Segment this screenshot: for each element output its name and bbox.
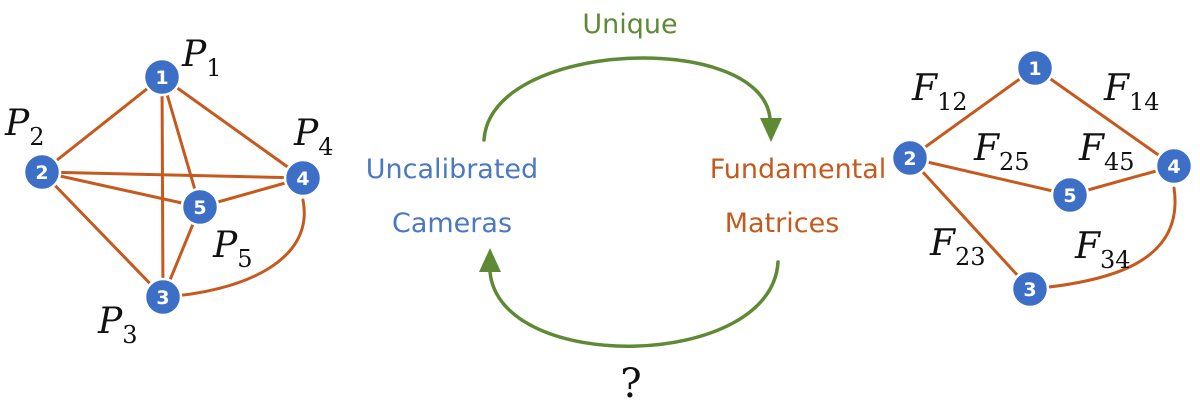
camera-label-1: P1 [181,34,222,82]
camera-node-5: 5 [180,187,220,227]
matrix-node-2-number: 2 [903,148,916,170]
matrix-node-1: 1 [1015,48,1055,88]
matrix-edge-1-4 [1033,66,1176,168]
backward-arrow [488,260,780,348]
camera-node-3-circle [143,277,183,317]
camera-edge-3-4 [161,198,306,299]
matrix-label-1-4-symbol: F [1103,68,1131,109]
matrix-edge-1-2 [908,66,1037,160]
camera-label-3-symbol: P [97,301,123,342]
matrix-label-2-3: F23 [929,223,986,271]
camera-node-4: 4 [283,158,323,198]
matrix-node-5-circle [1050,175,1090,215]
matrix-node-4-circle [1154,146,1194,186]
matrix-label-5-4-subscript: 45 [1104,148,1135,176]
matrix-label-2-5-symbol: F [973,128,1001,169]
camera-label-3-subscript: 3 [122,321,137,349]
camera-node-1-number: 1 [155,67,168,89]
camera-label-4-symbol: P [293,113,319,154]
matrix-label-3-4: F34 [1074,226,1131,274]
uncalibrated-label: Uncalibrated [366,154,538,185]
matrix-edge-2-3 [908,156,1032,291]
camera-node-4-circle [283,158,323,198]
matrix-label-2-3-symbol: F [929,223,957,264]
unique-label: Unique [582,9,677,40]
matrix-label-1-4: F14 [1103,68,1160,116]
matrices-label: Matrices [725,208,840,239]
camera-edge-1-2 [40,75,164,174]
matrix-node-3-circle [1010,269,1050,309]
camera-label-4-subscript: 4 [318,133,333,161]
camera-label-4: P4 [293,113,334,161]
camera-label-5-symbol: P [212,225,238,266]
camera-edge-1-5 [160,75,202,209]
matrix-node-3: 3 [1010,269,1050,309]
matrix-node-2-circle [890,138,930,178]
matrix-label-5-4: F45 [1078,128,1135,176]
camera-node-1: 1 [142,57,182,97]
camera-edge-1-4 [160,75,305,180]
camera-label-3: P3 [97,301,138,349]
camera-node-1-circle [142,57,182,97]
matrix-label-1-2-symbol: F [911,68,939,109]
camera-label-2: P2 [4,103,45,151]
matrix-label-3-4-subscript: 34 [1100,246,1131,274]
camera-label-1-symbol: P [181,34,207,75]
matrix-edge-2-5 [908,156,1072,197]
matrix-label-2-5: F25 [973,128,1030,176]
matrix-node-3-number: 3 [1023,279,1036,301]
camera-label-2-symbol: P [4,103,30,144]
camera-node-5-number: 5 [193,197,206,219]
fundamental-label: Fundamental [710,154,887,185]
matrix-label-2-5-subscript: 25 [999,148,1030,176]
camera-node-5-circle [180,187,220,227]
camera-node-2: 2 [22,152,62,192]
question-label: ? [620,361,641,407]
camera-label-5: P5 [212,225,253,273]
camera-edge-2-3 [40,170,165,299]
camera-node-2-number: 2 [35,162,48,184]
matrix-edge-3-4 [1028,186,1177,291]
forward-arrowhead-icon [760,118,782,142]
forward-arrow [482,56,772,142]
matrix-node-1-circle [1015,48,1055,88]
matrix-node-5-number: 5 [1063,185,1076,207]
camera-edge-1-3 [160,75,165,299]
camera-node-2-circle [22,152,62,192]
camera-node-3: 3 [143,277,183,317]
matrix-label-3-4-symbol: F [1074,226,1102,267]
camera-node-3-number: 3 [156,287,169,309]
matrix-label-1-2-subscript: 12 [937,88,968,116]
matrix-label-2-3-subscript: 23 [955,243,986,271]
camera-label-5-subscript: 5 [237,245,252,273]
matrix-label-5-4-symbol: F [1078,128,1106,169]
camera-edge-2-5 [40,170,202,209]
camera-label-2-subscript: 2 [29,123,44,151]
camera-label-1-subscript: 1 [206,54,221,82]
camera-edge-2-4 [40,170,305,180]
matrix-node-2: 2 [890,138,930,178]
backward-arrowhead-icon [479,248,501,272]
camera-nodes: 1 2 3 4 5 [22,57,323,317]
camera-node-4-number: 4 [296,168,309,190]
matrix-label-1-2: F12 [911,68,968,116]
middle-cycle: Unique Uncalibrated Cameras Fundamental … [366,9,887,407]
cameras-label: Cameras [392,208,512,239]
matrix-node-4: 4 [1154,146,1194,186]
matrix-node-4-number: 4 [1167,156,1180,178]
matrix-node-5: 5 [1050,175,1090,215]
matrix-label-1-4-subscript: 14 [1129,88,1160,116]
matrix-node-1-number: 1 [1028,58,1041,80]
camera-edges [40,75,306,299]
